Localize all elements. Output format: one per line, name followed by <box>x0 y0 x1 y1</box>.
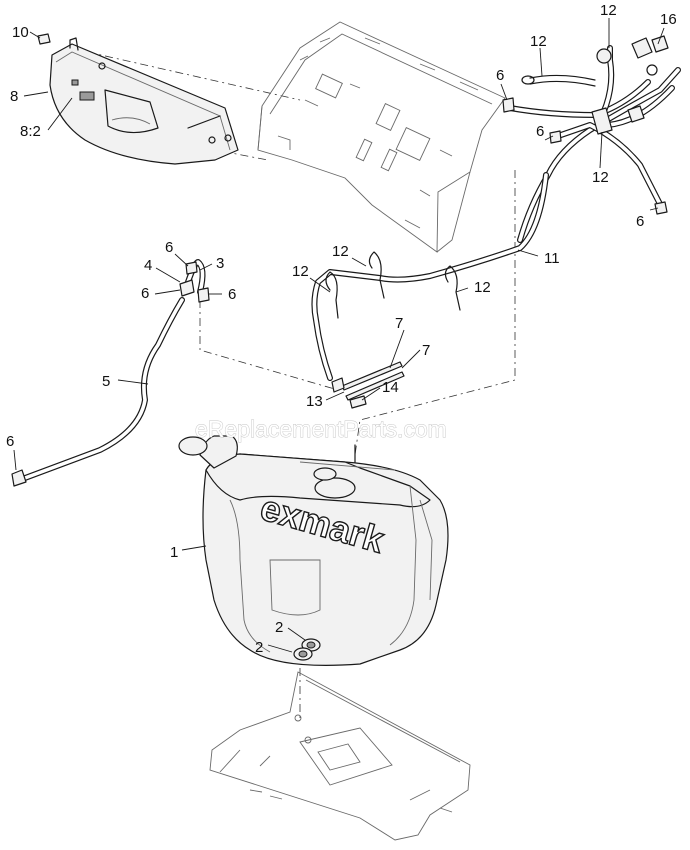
fuel-fitting-cluster <box>11 259 210 487</box>
callout-4: 4 <box>144 257 152 274</box>
callout-7-b: 7 <box>422 342 430 359</box>
callout-6-hose-b: 6 <box>536 123 544 140</box>
callout-8: 8 <box>10 88 18 105</box>
fuel-cap <box>178 436 208 456</box>
fuel-hose-11 <box>311 172 549 381</box>
tube-pieces <box>331 361 405 409</box>
leader-lines <box>13 18 665 653</box>
tank-mounting-plate <box>209 671 471 841</box>
callout-6-fitting-right: 6 <box>228 286 236 303</box>
callout-12-strap: 12 <box>530 33 547 50</box>
callout-2-b: 2 <box>255 639 263 656</box>
vent-valve-cluster <box>631 35 669 76</box>
callout-6-fitting-top: 6 <box>165 239 173 256</box>
callout-12-top: 12 <box>600 2 617 19</box>
assembly-dash-lines <box>69 47 516 720</box>
callout-8-2: 8:2 <box>20 123 41 140</box>
callout-6-low: 6 <box>6 433 14 450</box>
callout-2-a: 2 <box>275 619 283 636</box>
mounting-frame <box>257 21 506 253</box>
callout-labels: 10 8 8:2 12 16 12 6 6 12 6 11 12 12 12 6… <box>6 2 677 656</box>
callout-11: 11 <box>544 250 560 267</box>
callout-12-u1: 12 <box>332 243 349 260</box>
callout-6-fitting-left: 6 <box>141 285 149 302</box>
decal <box>79 91 95 101</box>
screw-icon <box>37 33 51 45</box>
callout-12-valve: 12 <box>592 169 609 186</box>
callout-3: 3 <box>216 255 224 272</box>
callout-12-u2: 12 <box>292 263 309 280</box>
hose-clamp-icon <box>325 251 461 319</box>
fuel-tank: exmark <box>178 435 449 666</box>
callout-6-hose-a: 6 <box>496 67 504 84</box>
fuel-hose-assembly <box>507 45 681 243</box>
watermark: eReplacementParts.com <box>195 416 447 442</box>
callout-1: 1 <box>170 544 178 561</box>
callout-13: 13 <box>306 393 323 410</box>
callout-7-a: 7 <box>395 315 403 332</box>
cover-plate <box>49 37 239 165</box>
fuel-line-5 <box>22 297 185 481</box>
callout-10: 10 <box>12 24 29 41</box>
callout-12-u3: 12 <box>474 279 491 296</box>
callout-5: 5 <box>102 373 110 390</box>
fitting-icon <box>502 97 668 215</box>
callout-14: 14 <box>382 379 399 396</box>
grommet-icon <box>293 638 321 661</box>
callout-16: 16 <box>660 11 677 28</box>
hose-clamp-strap <box>521 74 596 87</box>
callout-6-right: 6 <box>636 213 644 230</box>
